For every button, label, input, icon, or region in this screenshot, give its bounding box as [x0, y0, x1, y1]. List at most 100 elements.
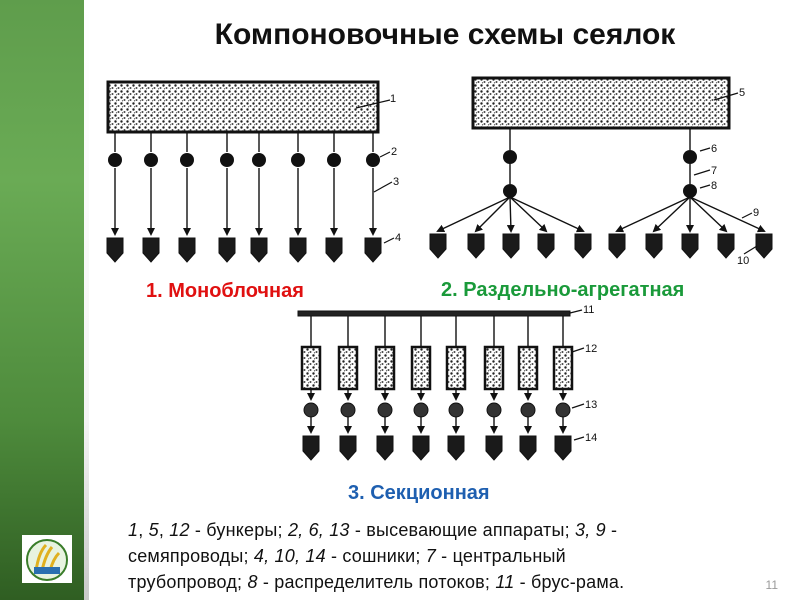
coulter — [429, 233, 447, 259]
legend-text-part: - — [605, 520, 618, 540]
coulter — [178, 237, 196, 263]
label-1: 1 — [390, 93, 396, 105]
metering-device — [144, 153, 158, 167]
coulter — [447, 435, 465, 461]
section-hopper — [483, 345, 505, 391]
label-14: 14 — [585, 432, 597, 444]
legend-num: 3, 9 — [575, 520, 606, 540]
coulter — [645, 233, 663, 259]
label-3: 3 — [393, 176, 399, 188]
coulter — [755, 233, 773, 259]
metering-device — [220, 153, 234, 167]
label-9: 9 — [753, 207, 759, 219]
scheme2-units — [429, 128, 773, 259]
hopper-1 — [106, 80, 380, 134]
hopper-5 — [471, 76, 731, 130]
seed-tube — [689, 196, 766, 233]
seed-tube — [474, 196, 511, 233]
metering-device — [108, 153, 122, 167]
coulter — [106, 237, 124, 263]
legend-text-part: - бункеры; — [189, 520, 288, 540]
metering-device — [683, 150, 697, 164]
coulter — [502, 233, 520, 259]
scheme3-units — [300, 316, 574, 461]
metering-device — [180, 153, 194, 167]
legend-num: 1 — [128, 520, 139, 540]
seed-tube — [689, 196, 728, 233]
legend-num: 8 — [247, 572, 258, 592]
coulter — [339, 435, 357, 461]
section-hopper — [552, 345, 574, 391]
metering-device — [486, 402, 502, 418]
section-hopper — [410, 345, 432, 391]
coulter — [717, 233, 735, 259]
slide-title: Компоновочные схемы сеялок — [214, 18, 676, 51]
label-10: 10 — [737, 255, 749, 267]
legend-text-part: - сошники; — [325, 546, 426, 566]
metering-device — [448, 402, 464, 418]
legend-text-part: - центральный — [435, 546, 566, 566]
legend-text-part: , — [158, 520, 170, 540]
legend-num: 4, 10, 14 — [253, 546, 326, 566]
coulter — [554, 435, 572, 461]
scheme-separate-aggregate: 5 6 7 8 9 10 — [429, 76, 773, 267]
coulter — [218, 237, 236, 263]
metering-device — [303, 402, 319, 418]
coulter — [325, 237, 343, 263]
coulter — [142, 237, 160, 263]
caption-sectional: 3. Секционная — [348, 482, 490, 504]
page-number: 11 — [765, 578, 778, 592]
university-logo — [22, 535, 72, 583]
legend-num: 7 — [425, 546, 436, 566]
label-2: 2 — [391, 146, 397, 158]
legend-num: 11 — [495, 572, 515, 592]
scheme1-units — [106, 132, 382, 263]
coulter — [681, 233, 699, 259]
flow-distributor — [503, 184, 517, 198]
coulter — [608, 233, 626, 259]
metering-device — [340, 402, 356, 418]
sidebar-strip — [0, 0, 89, 600]
frame-bar-11 — [297, 310, 571, 317]
label-5: 5 — [739, 87, 745, 99]
legend-text-part: - брус-рама. — [514, 572, 625, 592]
label-7: 7 — [711, 165, 717, 177]
label-11: 11 — [583, 304, 594, 316]
coulter — [364, 237, 382, 263]
legend-text-part: семяпроводы; — [128, 546, 254, 566]
coulter — [289, 237, 307, 263]
coulter — [485, 435, 503, 461]
section-hopper — [517, 345, 539, 391]
section-hopper — [445, 345, 467, 391]
legend-text-part: трубопровод; — [128, 572, 248, 592]
label-6: 6 — [711, 143, 717, 155]
coulter — [376, 435, 394, 461]
legend-num: 12 — [169, 520, 190, 540]
flow-distributor — [683, 184, 697, 198]
section-hopper — [374, 345, 396, 391]
label-13: 13 — [585, 399, 597, 411]
coulter — [412, 435, 430, 461]
coulter — [467, 233, 485, 259]
metering-device — [291, 153, 305, 167]
legend-num: 5 — [148, 520, 159, 540]
coulter — [302, 435, 320, 461]
section-hopper — [337, 345, 359, 391]
legend-text-part: - высевающие аппараты; — [349, 520, 576, 540]
coulter — [574, 233, 592, 259]
legend-text-part: - распределитель потоков; — [257, 572, 496, 592]
coulter — [537, 233, 555, 259]
coulter — [519, 435, 537, 461]
seed-tube — [509, 196, 585, 233]
seed-tube — [615, 196, 691, 233]
metering-device — [366, 153, 380, 167]
seed-tube — [506, 196, 515, 233]
scheme-sectional: 11 12 13 14 — [297, 304, 597, 461]
caption-monoblock: 1. Моноблочная — [146, 280, 304, 302]
seed-tube — [652, 196, 691, 233]
legend-num: 2, 6, 13 — [287, 520, 350, 540]
caption-separate-aggregate: 2. Раздельно-агрегатная — [441, 279, 685, 301]
metering-device — [555, 402, 571, 418]
section-hopper — [300, 345, 322, 391]
metering-device — [252, 153, 266, 167]
